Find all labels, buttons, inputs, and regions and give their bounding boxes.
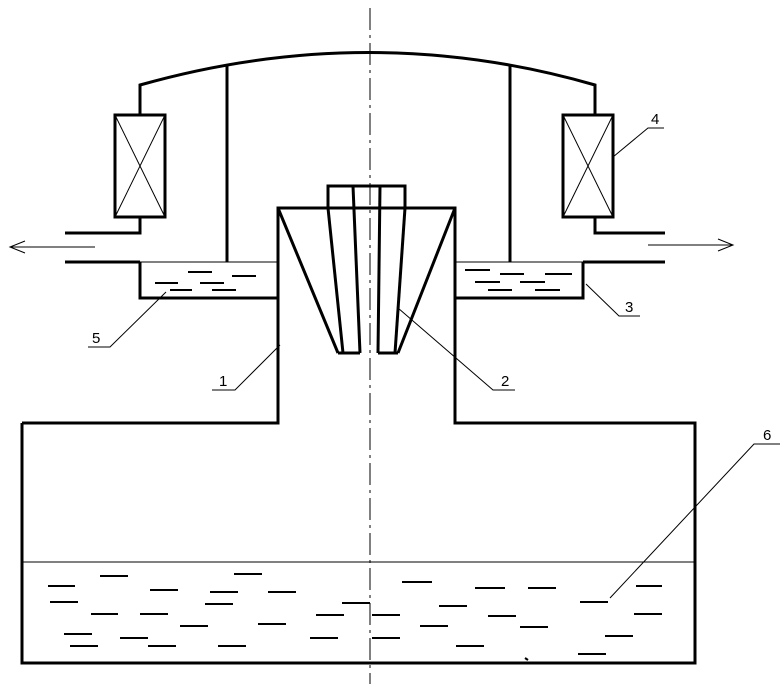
- vessel-liquid: [48, 573, 662, 661]
- label-4: 4: [651, 111, 659, 128]
- heater-left: [113, 113, 167, 219]
- outlet-pipe-right-top: [593, 217, 665, 235]
- label-5: 5: [92, 330, 100, 347]
- leader-1: [212, 344, 281, 391]
- heater-right: [561, 113, 615, 219]
- leader-5: [88, 291, 167, 348]
- trough-left-liquid: [155, 271, 256, 291]
- label-1: 1: [219, 373, 227, 390]
- trough-left: [138, 262, 278, 300]
- outlet-pipe-left-top: [65, 217, 142, 235]
- leader-4: [612, 127, 664, 158]
- dome-housing: [138, 51, 597, 115]
- leader-6: [609, 443, 780, 599]
- leader-2: [397, 307, 515, 391]
- label-3: 3: [625, 299, 633, 316]
- trough-right-liquid: [465, 269, 572, 291]
- trough-right: [455, 262, 585, 300]
- label-6: 6: [763, 427, 771, 444]
- label-2: 2: [501, 373, 509, 390]
- arrowhead-left: [8, 240, 26, 254]
- conical-rotor: [276, 184, 457, 355]
- arrowhead-right: [717, 238, 735, 252]
- column-tube: [20, 206, 697, 665]
- leader-3: [585, 283, 640, 317]
